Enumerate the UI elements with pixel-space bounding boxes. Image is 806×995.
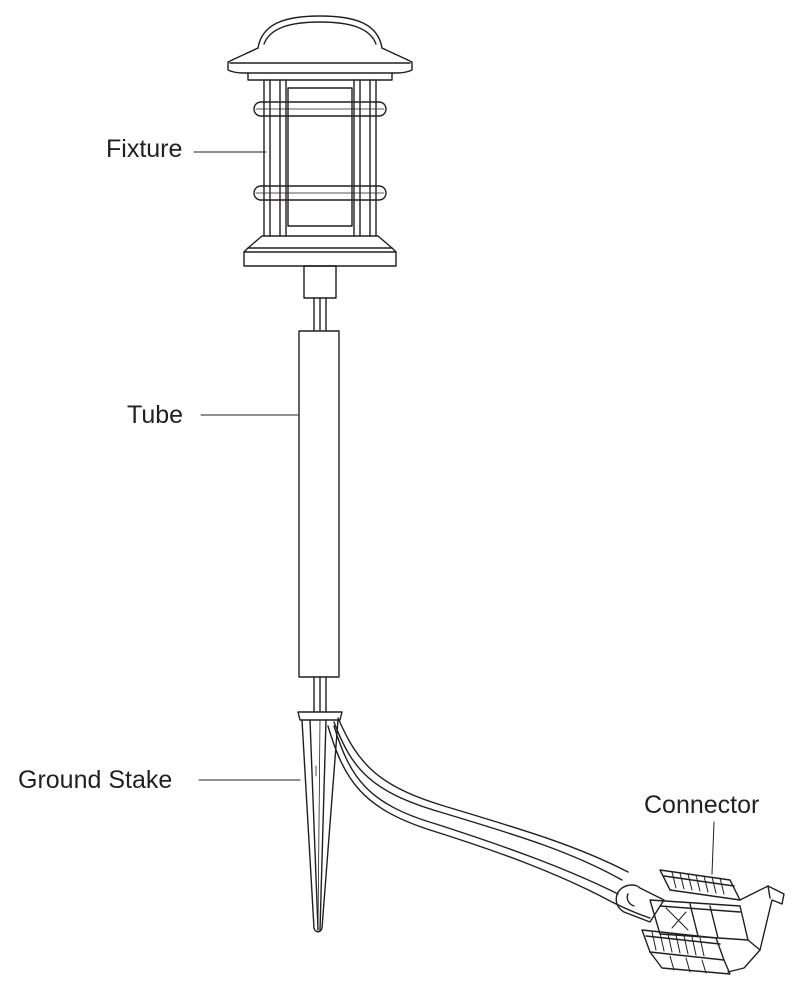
tube-drawing — [298, 330, 340, 713]
connector-drawing — [615, 869, 785, 975]
ground-stake-label: Ground Stake — [18, 766, 173, 794]
ground-stake-drawing — [297, 711, 343, 933]
fixture-drawing — [227, 15, 413, 331]
fixture-label: Fixture — [106, 135, 183, 163]
leader-lines — [193, 151, 715, 875]
cable-drawing — [327, 717, 651, 919]
tube-label: Tube — [127, 401, 184, 429]
connector-label: Connector — [644, 791, 760, 819]
connector-leader-line — [711, 821, 715, 875]
